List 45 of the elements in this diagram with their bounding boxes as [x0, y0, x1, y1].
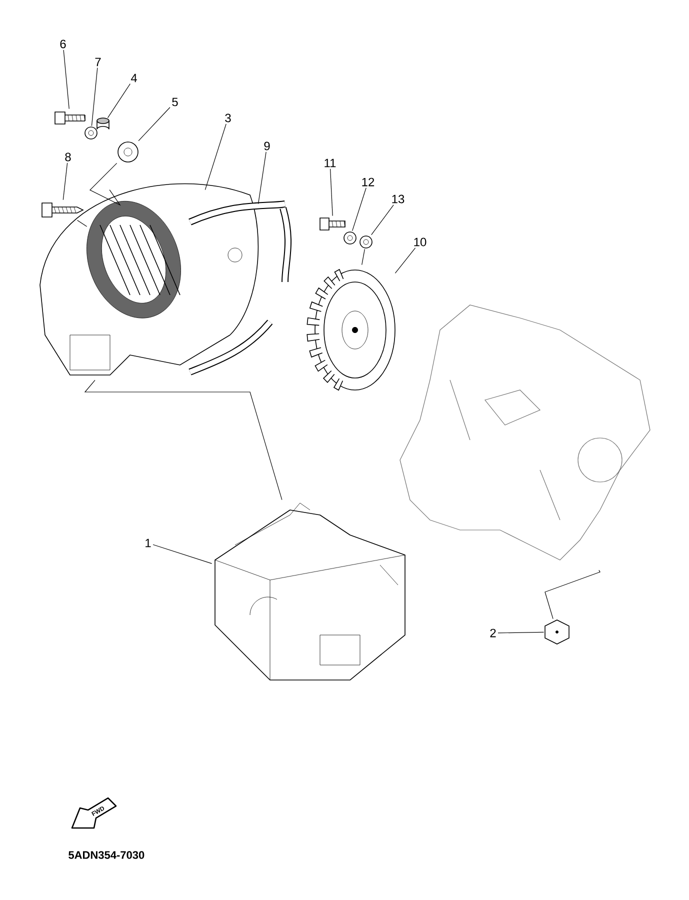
part-code: 5ADN354-7030 [68, 851, 144, 859]
callout-number: 11 [324, 158, 336, 168]
leader-line [371, 204, 394, 236]
callout-number: 12 [362, 178, 374, 186]
collar-drawing [96, 118, 110, 130]
callout-number: 6 [60, 40, 66, 48]
callout-number: 13 [392, 194, 404, 204]
leader-line [204, 124, 226, 190]
assembly-line [362, 248, 365, 266]
fan-cover-drawing [40, 183, 259, 376]
leader-line [138, 107, 170, 142]
leader-line [107, 84, 130, 118]
bolt-drawing [320, 218, 346, 230]
fan-drawing [306, 268, 396, 391]
leader-line [63, 50, 70, 110]
callout-number: 5 [172, 98, 178, 106]
assembly-line [76, 220, 88, 227]
callout-number: 1 [146, 538, 151, 548]
leader-line [258, 152, 266, 204]
nut-drawing [544, 620, 570, 644]
leader-line [152, 544, 212, 564]
leader-line [352, 188, 366, 232]
washer-drawing [360, 236, 372, 248]
assembly-line [90, 162, 121, 206]
shroud-drawing [214, 502, 406, 680]
grommet-drawing [118, 142, 138, 162]
callout-number: 8 [65, 152, 71, 162]
leader-line [394, 248, 416, 274]
leader-line [62, 162, 68, 200]
washer-drawing [84, 126, 98, 140]
leader-line [498, 632, 544, 634]
leader-line [91, 68, 98, 126]
leader-line [330, 168, 333, 216]
callout-number: 4 [130, 74, 137, 82]
washer-drawing [344, 232, 356, 244]
callout-number: 3 [225, 114, 231, 122]
hose-drawing [188, 200, 292, 376]
callout-number: 10 [414, 238, 426, 246]
callout-number: 2 [490, 628, 496, 638]
bolt-drawing [54, 112, 86, 124]
callout-number: 9 [264, 142, 270, 150]
assembly-line [544, 570, 600, 620]
engine-drawing [400, 304, 650, 560]
assembly-line [84, 380, 282, 500]
callout-number: 7 [95, 58, 101, 66]
